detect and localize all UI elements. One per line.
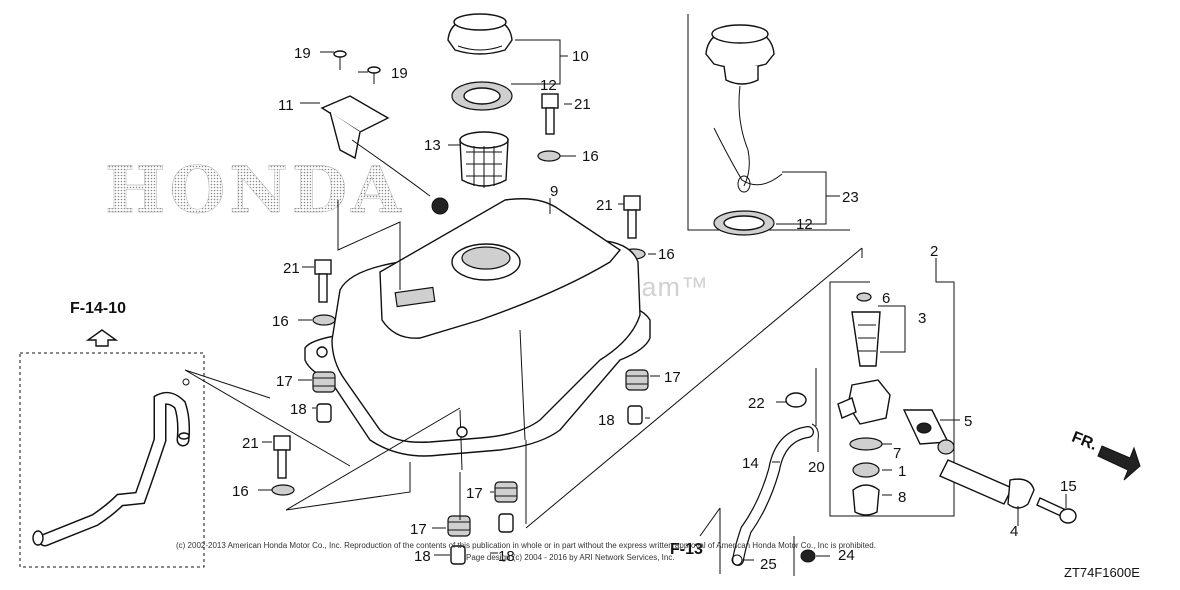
- callout-19a: 19: [294, 45, 311, 62]
- washer-16d[interactable]: [271, 484, 295, 496]
- callout-23: 23: [842, 189, 859, 206]
- mount-17a[interactable]: [312, 371, 336, 393]
- callout-18b: 18: [598, 412, 615, 429]
- callout-12b: 12: [796, 216, 813, 233]
- callout-16a: 16: [582, 148, 599, 165]
- bolt-21c[interactable]: [314, 259, 332, 303]
- callout-21d: 21: [242, 435, 259, 452]
- clip-24[interactable]: [793, 536, 830, 576]
- screw-15[interactable]: [1036, 494, 1077, 524]
- clip-20[interactable]: [811, 423, 819, 452]
- callout-14: 14: [742, 455, 759, 472]
- diagram-code: ZT74F1600E: [1064, 565, 1140, 580]
- callout-8: 8: [898, 489, 906, 506]
- bolt-21a[interactable]: [541, 93, 559, 135]
- callout-22: 22: [748, 395, 765, 412]
- callout-17d: 17: [410, 521, 427, 538]
- front-arrow: [1097, 445, 1141, 481]
- inset-gasket-12[interactable]: [713, 210, 775, 236]
- ref-box-f-14-10[interactable]: [19, 329, 205, 568]
- callout-5: 5: [964, 413, 972, 430]
- spacer-18c[interactable]: [450, 545, 466, 565]
- callout-19b: 19: [391, 65, 408, 82]
- washer-16a[interactable]: [537, 150, 561, 162]
- callout-20: 20: [808, 459, 825, 476]
- callout-25: 25: [760, 556, 777, 573]
- callout-15: 15: [1060, 478, 1077, 495]
- screw-19a[interactable]: [333, 50, 347, 70]
- callout-16b: 16: [658, 246, 675, 263]
- clip-22[interactable]: [776, 368, 817, 426]
- callout-17c: 17: [466, 485, 483, 502]
- cap-gasket-12[interactable]: [451, 81, 513, 111]
- fuel-hose-14[interactable]: [732, 426, 814, 566]
- callout-17a: 17: [276, 373, 293, 390]
- fuel-cap-chain-23[interactable]: [705, 24, 840, 225]
- bolt-21d[interactable]: [273, 435, 291, 479]
- page-design-notice: Page design (c) 2004 - 2016 by ARI Netwo…: [466, 553, 675, 562]
- callout-21a: 21: [574, 96, 591, 113]
- callout-18a: 18: [290, 401, 307, 418]
- mount-17c[interactable]: [494, 481, 518, 503]
- washer-16c[interactable]: [312, 314, 336, 326]
- callout-16d: 16: [232, 483, 249, 500]
- callout-18d: 18: [498, 548, 515, 565]
- ref-f-14-10[interactable]: F-14-10: [70, 300, 126, 317]
- callout-10: 10: [572, 48, 589, 65]
- fuel-cap-10[interactable]: [447, 13, 513, 55]
- callout-12a: 12: [540, 77, 557, 94]
- spacer-18d[interactable]: [498, 513, 514, 533]
- mount-17b[interactable]: [625, 369, 649, 391]
- callout-24: 24: [838, 547, 855, 564]
- callout-4: 4: [1010, 523, 1018, 540]
- copyright-notice: (c) 2002-2013 American Honda Motor Co., …: [176, 541, 876, 550]
- ref-f-13[interactable]: F-13: [670, 541, 703, 558]
- bolt-21b[interactable]: [623, 195, 641, 239]
- fuel-cock-assembly-2[interactable]: [829, 258, 955, 517]
- callout-3: 3: [918, 310, 926, 327]
- callout-9: 9: [550, 183, 558, 200]
- drain-lever-4[interactable]: [937, 439, 1035, 526]
- fuel-gauge-11[interactable]: [320, 95, 449, 215]
- clip-25[interactable]: [699, 507, 754, 574]
- leader-lines: [184, 39, 863, 556]
- callout-6: 6: [882, 290, 890, 307]
- front-label: FR.: [1069, 429, 1099, 454]
- mount-17d[interactable]: [447, 515, 471, 537]
- callout-7: 7: [893, 445, 901, 462]
- callout-1: 1: [898, 463, 906, 480]
- callout-2: 2: [930, 243, 938, 260]
- callout-13: 13: [424, 137, 441, 154]
- honda-brand: HONDA: [105, 153, 405, 228]
- callout-11: 11: [278, 97, 294, 114]
- inset-frame: [687, 14, 850, 231]
- fuel-strainer-13[interactable]: [459, 131, 509, 188]
- spacer-18b[interactable]: [627, 405, 643, 425]
- callout-18c: 18: [414, 548, 431, 565]
- callout-21b: 21: [596, 197, 613, 214]
- screw-19b[interactable]: [367, 66, 381, 84]
- callout-16c: 16: [272, 313, 289, 330]
- callout-21c: 21: [283, 260, 300, 277]
- callout-labels: 19 19 11 10 12 21 13 16 9 21 16 21 16 17…: [232, 45, 1077, 573]
- fuel-tank-9[interactable]: [304, 198, 651, 471]
- washer-5[interactable]: [902, 409, 960, 445]
- spacer-18a[interactable]: [316, 403, 332, 423]
- callout-17b: 17: [664, 369, 681, 386]
